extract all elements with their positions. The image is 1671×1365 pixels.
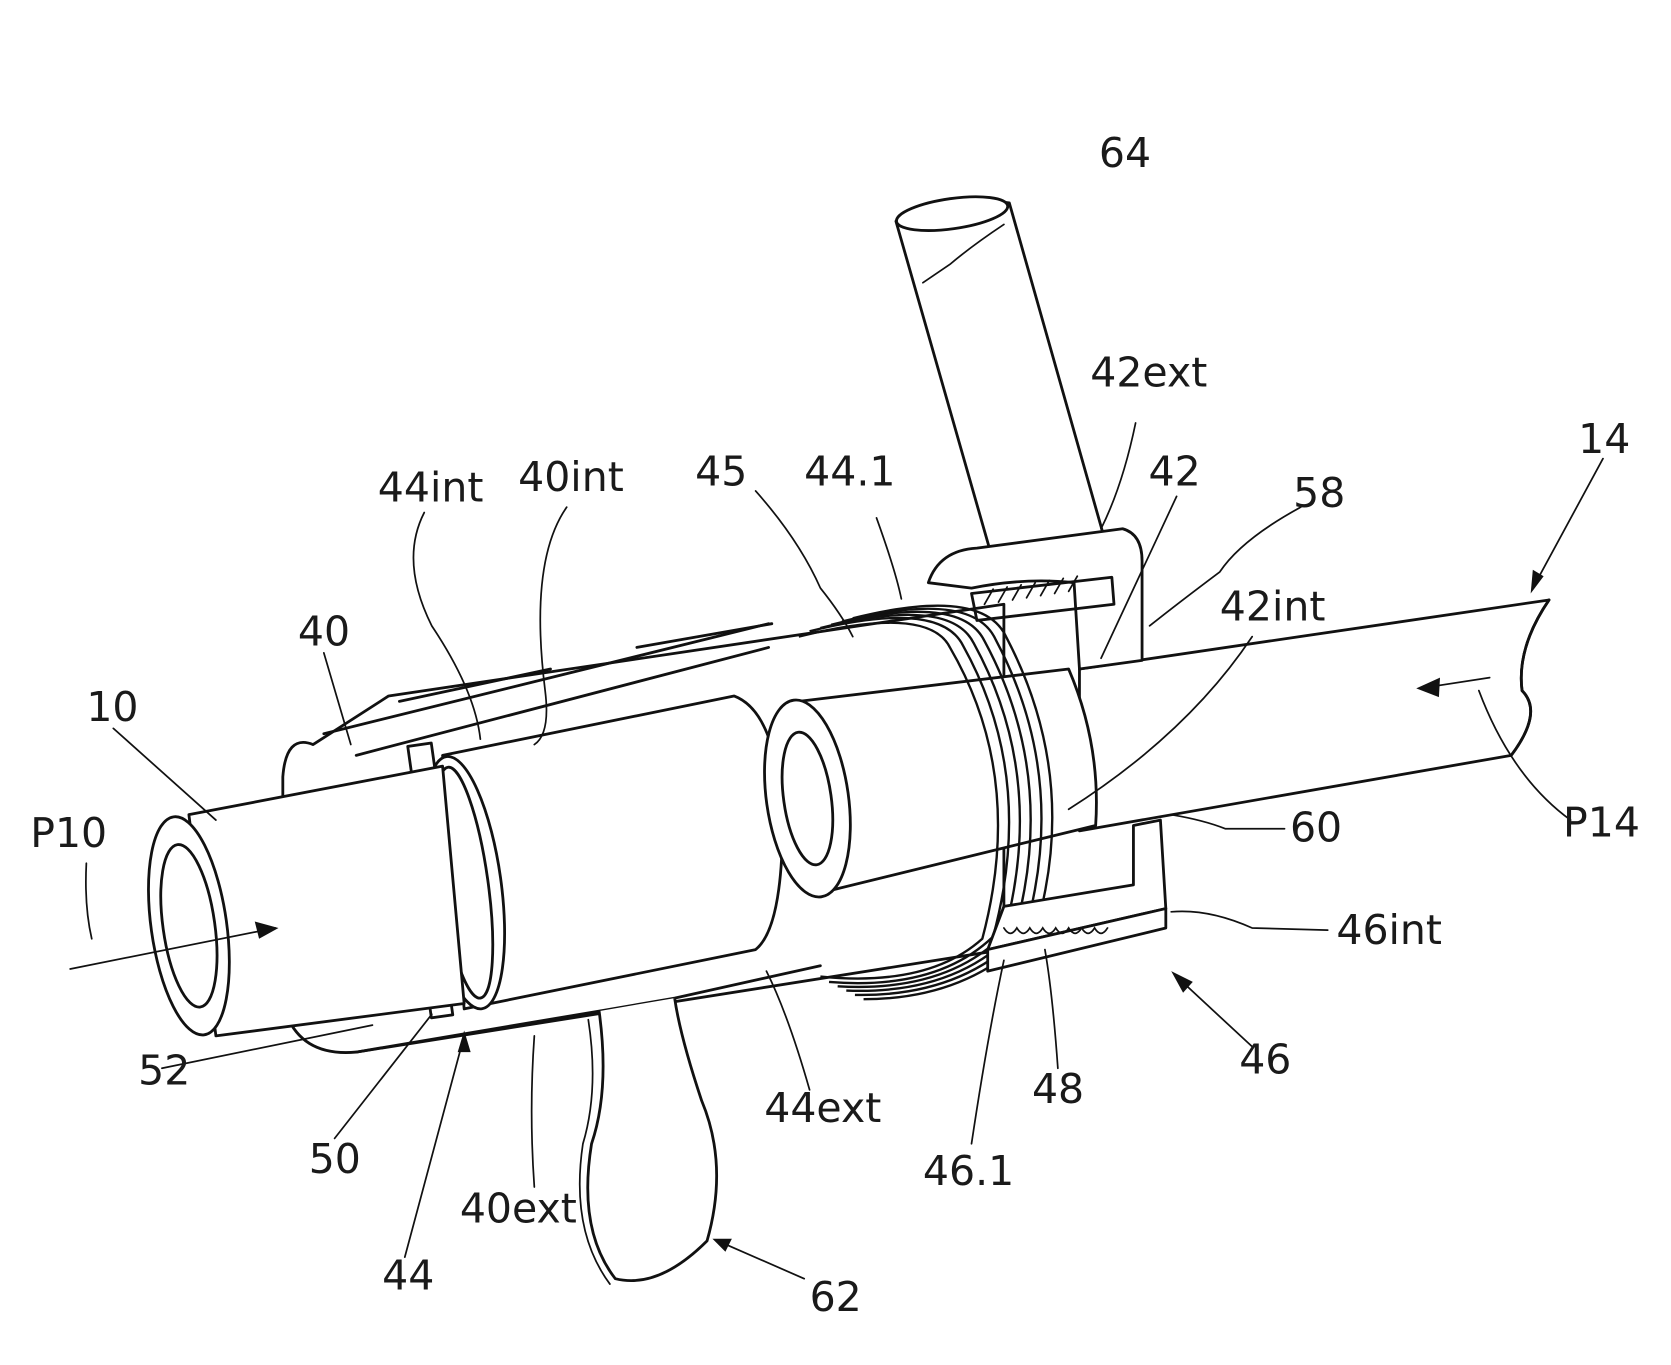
label-60: 60 bbox=[1290, 804, 1342, 852]
label-50: 50 bbox=[309, 1135, 361, 1183]
label-p14: P14 bbox=[1563, 798, 1640, 846]
label-44ext: 44ext bbox=[764, 1084, 881, 1132]
label-45: 45 bbox=[695, 448, 747, 496]
label-46int: 46int bbox=[1336, 906, 1442, 954]
label-44-1: 44.1 bbox=[804, 448, 895, 496]
label-42: 42 bbox=[1149, 448, 1201, 496]
flow-arrow-p14 bbox=[1416, 676, 1491, 698]
label-40int: 40int bbox=[518, 453, 624, 501]
nut-46 bbox=[986, 818, 1168, 973]
flow-arrow-p10 bbox=[69, 921, 279, 970]
label-58: 58 bbox=[1293, 469, 1345, 517]
label-62: 62 bbox=[810, 1273, 862, 1321]
pipe-10 bbox=[147, 764, 466, 1038]
label-p10: P10 bbox=[30, 809, 107, 857]
label-42ext: 42ext bbox=[1090, 348, 1207, 396]
tube-end-right bbox=[763, 667, 1098, 899]
label-40: 40 bbox=[298, 607, 350, 655]
label-10: 10 bbox=[86, 683, 138, 731]
label-46-1: 46.1 bbox=[923, 1147, 1014, 1195]
leader-lines bbox=[85, 223, 1604, 1280]
label-44: 44 bbox=[382, 1251, 434, 1299]
label-46: 46 bbox=[1239, 1036, 1291, 1084]
label-40ext: 40ext bbox=[460, 1185, 577, 1233]
label-14: 14 bbox=[1578, 415, 1630, 463]
label-52: 52 bbox=[138, 1046, 190, 1094]
nut-42 bbox=[926, 527, 1144, 671]
label-64: 64 bbox=[1099, 129, 1151, 177]
handle-64 bbox=[894, 195, 1105, 563]
pipe-14 bbox=[1078, 598, 1551, 833]
label-42int: 42int bbox=[1220, 582, 1326, 630]
label-44int: 44int bbox=[378, 464, 484, 512]
handle-62 bbox=[578, 997, 719, 1285]
threaded-ring-45 bbox=[798, 604, 1054, 1001]
label-48: 48 bbox=[1032, 1065, 1084, 1113]
